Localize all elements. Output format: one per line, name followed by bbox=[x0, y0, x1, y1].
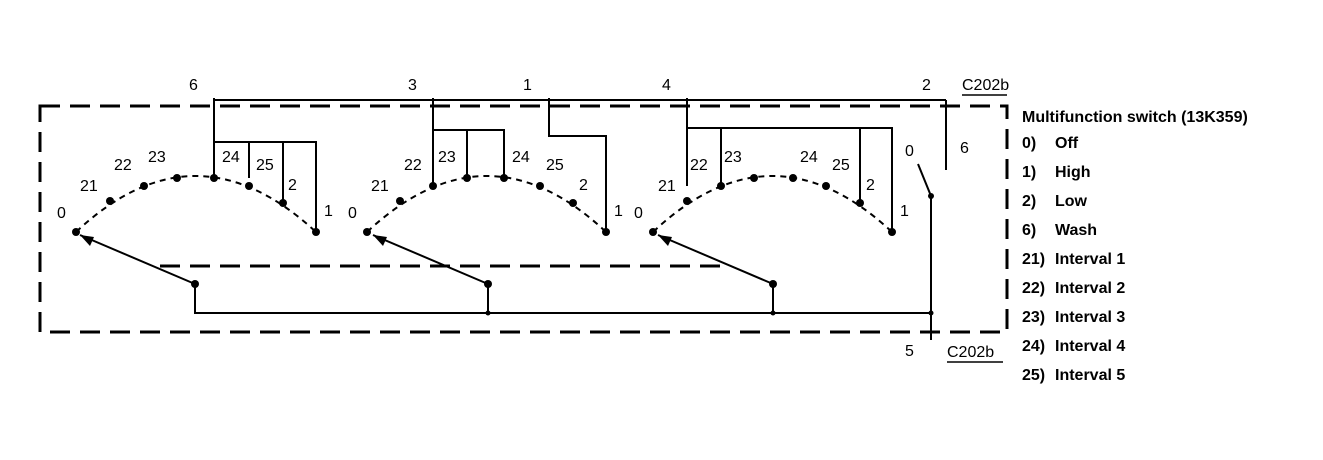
legend-code: 1) bbox=[1022, 164, 1036, 181]
connector-label-bottom: C202b bbox=[947, 344, 994, 361]
deck1-wiring bbox=[214, 141, 317, 232]
svg-text:23: 23 bbox=[724, 149, 742, 166]
svg-text:25: 25 bbox=[256, 157, 274, 174]
legend-code: 22) bbox=[1022, 280, 1045, 297]
switch-housing-boundary bbox=[38, 104, 1009, 334]
legend-text: Interval 4 bbox=[1055, 338, 1125, 355]
legend-code: 2) bbox=[1022, 193, 1036, 210]
deck2-contacts bbox=[363, 174, 610, 236]
svg-text:1: 1 bbox=[324, 203, 333, 220]
svg-text:22: 22 bbox=[404, 157, 422, 174]
svg-text:0: 0 bbox=[348, 205, 357, 222]
pin-label-right-6: 6 bbox=[960, 140, 969, 157]
legend-text: Wash bbox=[1055, 222, 1097, 239]
legend-text: High bbox=[1055, 164, 1091, 181]
wiper-arm-deck1 bbox=[79, 234, 196, 285]
legend-text: Low bbox=[1055, 193, 1088, 210]
svg-text:21: 21 bbox=[371, 178, 389, 195]
svg-text:24: 24 bbox=[512, 149, 530, 166]
svg-text:2: 2 bbox=[579, 177, 588, 194]
deck3-wiring bbox=[686, 98, 893, 232]
svg-text:2: 2 bbox=[866, 177, 875, 194]
svg-text:22: 22 bbox=[690, 157, 708, 174]
arrowhead bbox=[658, 235, 672, 246]
legend-code: 24) bbox=[1022, 338, 1045, 355]
legend-code: 21) bbox=[1022, 251, 1045, 268]
wiper-arm-deck2 bbox=[372, 234, 489, 285]
legend: Multifunction switch (13K359) 0) Off 1) … bbox=[1022, 109, 1248, 384]
legend-code: 25) bbox=[1022, 367, 1045, 384]
svg-text:21: 21 bbox=[80, 178, 98, 195]
wash-switch-contact bbox=[928, 193, 934, 199]
deck1-labels: 0 21 22 23 24 25 2 1 bbox=[57, 149, 333, 222]
deck3-contact-arc bbox=[652, 175, 893, 233]
junction-dot bbox=[928, 310, 934, 316]
deck2-wiring bbox=[432, 98, 607, 232]
svg-text:25: 25 bbox=[832, 157, 850, 174]
arrowhead bbox=[373, 235, 387, 246]
legend-text: Interval 1 bbox=[1055, 251, 1125, 268]
legend-code: 23) bbox=[1022, 309, 1045, 326]
svg-text:21: 21 bbox=[658, 178, 676, 195]
pin-label-4: 4 bbox=[662, 77, 671, 94]
wiper-pivot bbox=[769, 280, 777, 288]
deck1-contact-arc bbox=[75, 175, 317, 233]
svg-text:23: 23 bbox=[148, 149, 166, 166]
wiper-pivot bbox=[191, 280, 199, 288]
deck3-contacts bbox=[649, 174, 896, 236]
legend-text: Interval 3 bbox=[1055, 309, 1125, 326]
svg-text:24: 24 bbox=[222, 149, 240, 166]
legend-code: 6) bbox=[1022, 222, 1036, 239]
svg-text:1: 1 bbox=[900, 203, 909, 220]
deck2-contact-arc bbox=[366, 175, 607, 233]
svg-text:24: 24 bbox=[800, 149, 818, 166]
deck3-labels: 0 21 22 23 24 25 2 1 bbox=[634, 149, 909, 222]
deck1-contacts bbox=[72, 174, 320, 236]
svg-text:1: 1 bbox=[614, 203, 623, 220]
junction-dot bbox=[770, 310, 776, 316]
arrowhead bbox=[80, 235, 94, 246]
svg-text:25: 25 bbox=[546, 157, 564, 174]
pin-label-6: 6 bbox=[189, 77, 198, 94]
deck2-labels: 0 21 22 23 24 25 2 1 bbox=[348, 149, 623, 222]
wire-common-bottom bbox=[194, 284, 931, 314]
legend-title: Multifunction switch (13K359) bbox=[1022, 109, 1248, 126]
legend-text: Interval 2 bbox=[1055, 280, 1125, 297]
wiper-arm-deck3 bbox=[657, 234, 774, 285]
wash-contact-label: 0 bbox=[905, 143, 914, 160]
legend-text: Off bbox=[1055, 135, 1079, 152]
svg-text:23: 23 bbox=[438, 149, 456, 166]
svg-text:0: 0 bbox=[57, 205, 66, 222]
legend-code: 0) bbox=[1022, 135, 1036, 152]
pin-label-1: 1 bbox=[523, 77, 532, 94]
wiper-pivot bbox=[484, 280, 492, 288]
legend-text: Interval 5 bbox=[1055, 367, 1125, 384]
pin-label-5: 5 bbox=[905, 343, 914, 360]
svg-text:2: 2 bbox=[288, 177, 297, 194]
junction-dot bbox=[485, 310, 491, 316]
connector-label-top: C202b bbox=[962, 77, 1009, 94]
svg-text:22: 22 bbox=[114, 157, 132, 174]
pin-label-2: 2 bbox=[922, 77, 931, 94]
svg-text:0: 0 bbox=[634, 205, 643, 222]
pin-label-3: 3 bbox=[408, 77, 417, 94]
